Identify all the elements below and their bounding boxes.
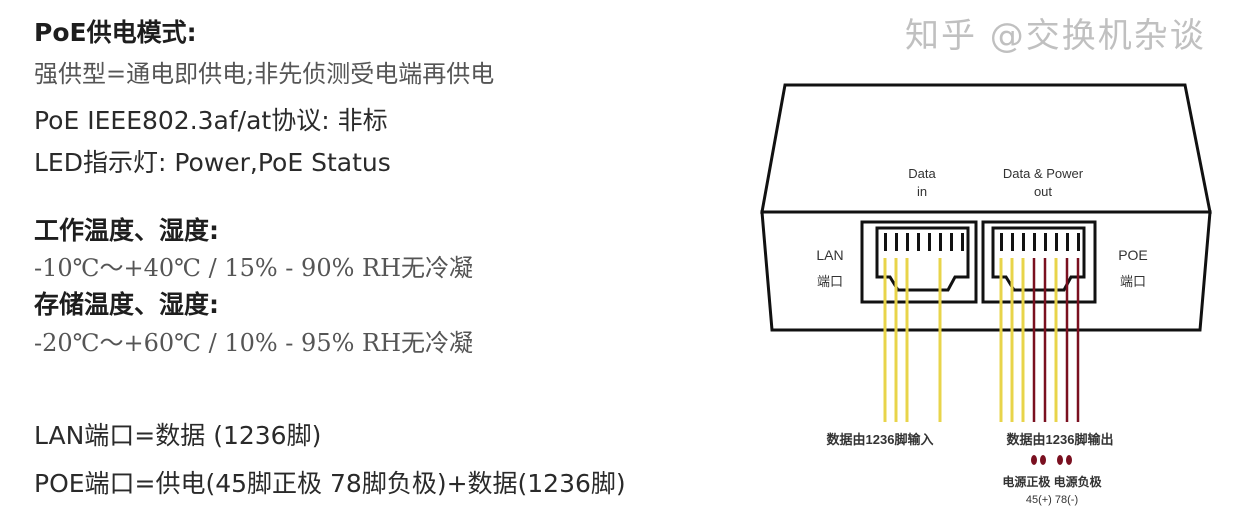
- rj45-pins: [884, 233, 1080, 251]
- rj45-pin: [1066, 233, 1069, 251]
- device-top-face: [760, 83, 1212, 214]
- rj45-pin: [1077, 233, 1080, 251]
- rj45-pin: [917, 233, 920, 251]
- poe-jack: [991, 226, 1086, 292]
- power-pin-dot: [1057, 455, 1063, 465]
- rj45-pin: [1000, 233, 1003, 251]
- storage-temp-title: 存储温度、湿度:: [34, 290, 219, 319]
- rj45-pin: [1055, 233, 1058, 251]
- rj45-pin: [884, 233, 887, 251]
- protocol-spec: PoE IEEE802.3af/at协议: 非标: [34, 106, 388, 135]
- data-in-label-2: in: [917, 184, 927, 199]
- rj45-pin: [1044, 233, 1047, 251]
- lan-port-spec: LAN端口=数据 (1236脚): [34, 421, 322, 450]
- lan-label-2: 端口: [817, 274, 843, 289]
- rj45-pin: [895, 233, 898, 251]
- rj45-pin: [1011, 233, 1014, 251]
- input-caption: 数据由1236脚输入: [827, 432, 934, 447]
- power-pin-dot: [1040, 455, 1046, 465]
- power-caption-2: 45(+) 78(-): [1026, 494, 1078, 506]
- led-spec: LED指示灯: Power,PoE Status: [34, 148, 391, 177]
- rj45-pin: [939, 233, 942, 251]
- output-caption: 数据由1236脚输出: [1007, 432, 1114, 447]
- lan-jack: [875, 226, 970, 292]
- wires: [883, 258, 1080, 465]
- power-pin-dot: [1066, 455, 1072, 465]
- poe-port-spec: POE端口=供电(45脚正极 78脚负极)+数据(1236脚): [34, 469, 626, 498]
- rj45-pin: [1033, 233, 1036, 251]
- data-in-label: Data: [908, 166, 936, 181]
- rj45-pin: [950, 233, 953, 251]
- rj45-pin: [906, 233, 909, 251]
- poe-mode-title: PoE供电模式:: [34, 18, 197, 47]
- rj45-pin: [961, 233, 964, 251]
- work-temp-title: 工作温度、湿度:: [34, 216, 219, 245]
- watermark: 知乎 @交换机杂谈: [905, 16, 1206, 56]
- poe-label: POE: [1118, 247, 1148, 263]
- work-temp-value: -10℃～+40℃ / 15% - 90% RH无冷凝: [34, 254, 474, 282]
- data-power-out-label: Data & Power: [1003, 166, 1084, 181]
- poe-mode-value: 强供型=通电即供电;非先侦测受电端再供电: [34, 60, 495, 88]
- data-power-out-label-2: out: [1034, 184, 1052, 199]
- rj45-pin: [928, 233, 931, 251]
- rj45-pin: [1022, 233, 1025, 251]
- power-pin-dot: [1031, 455, 1037, 465]
- lan-label: LAN: [816, 247, 843, 263]
- poe-label-2: 端口: [1120, 274, 1146, 289]
- power-caption: 电源正极 电源负极: [1002, 474, 1102, 489]
- storage-temp-value: -20℃～+60℃ / 10% - 95% RH无冷凝: [34, 329, 474, 357]
